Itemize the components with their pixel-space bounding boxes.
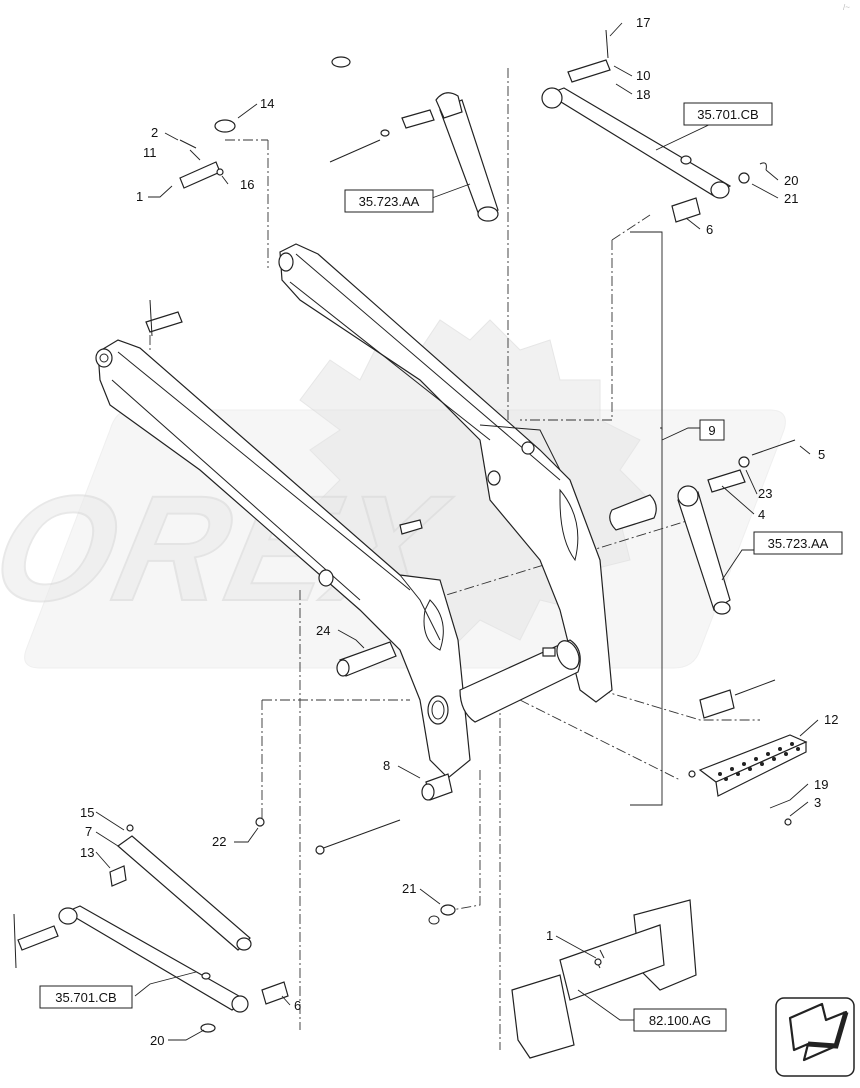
phantom-lines (149, 68, 760, 1050)
callout-24[interactable]: 24 (316, 623, 330, 638)
callout-5[interactable]: 5 (818, 447, 825, 462)
callout-15[interactable]: 15 (80, 805, 94, 820)
corner-mark: /~ (843, 3, 850, 12)
callout-1-bottom[interactable]: 1 (546, 928, 553, 943)
callout-8[interactable]: 8 (383, 758, 390, 773)
svg-text:35.701.CB: 35.701.CB (55, 990, 116, 1005)
washer-bottom (428, 904, 456, 925)
callout-19[interactable]: 19 (814, 777, 828, 792)
callout-21-top[interactable]: 21 (784, 191, 798, 206)
refbox-35-701-cb-top[interactable]: 35.701.CB (683, 102, 773, 126)
cross-tube (459, 639, 581, 723)
callout-4[interactable]: 4 (758, 507, 765, 522)
callout-6-top[interactable]: 6 (706, 222, 713, 237)
callout-2[interactable]: 2 (151, 125, 158, 140)
refbox-9[interactable]: 9 (699, 419, 725, 441)
svg-text:82.100.AG: 82.100.AG (649, 1013, 711, 1028)
callout-14[interactable]: 14 (260, 96, 274, 111)
refbox-35-723-aa-right[interactable]: 35.723.AA (753, 531, 843, 555)
left-loader-arm (95, 339, 471, 779)
svg-text:35.701.CB: 35.701.CB (697, 107, 758, 122)
svg-text:35.723.AA: 35.723.AA (768, 536, 829, 551)
callout-20-top[interactable]: 20 (784, 173, 798, 188)
callout-18[interactable]: 18 (636, 87, 650, 102)
callout-10[interactable]: 10 (636, 68, 650, 83)
lift-cylinder-right (609, 439, 796, 615)
callouts: 17 10 18 14 2 11 16 1 20 21 6 9 5 23 4 2… (80, 15, 838, 1048)
callout-11[interactable]: 11 (143, 145, 157, 160)
refbox-35-701-cb-bottom[interactable]: 35.701.CB (39, 985, 133, 1009)
refbox-82-100-ag[interactable]: 82.100.AG (633, 1008, 727, 1032)
lift-cylinder-top (329, 56, 499, 222)
callout-12[interactable]: 12 (824, 712, 838, 727)
callout-17[interactable]: 17 (636, 15, 650, 30)
navigation-arrow-icon[interactable] (775, 997, 855, 1077)
link-bottom (109, 824, 252, 951)
callout-21-bottom[interactable]: 21 (402, 881, 416, 896)
svg-text:35.723.AA: 35.723.AA (359, 194, 420, 209)
callout-6-bottom[interactable]: 6 (294, 998, 301, 1013)
step-plate (688, 734, 808, 826)
pin-group-top-left (145, 119, 236, 337)
callout-23[interactable]: 23 (758, 486, 772, 501)
leader-lines (95, 22, 819, 1041)
callout-3[interactable]: 3 (814, 795, 821, 810)
callout-16[interactable]: 16 (240, 177, 254, 192)
pins-center (255, 519, 776, 855)
callout-13[interactable]: 13 (80, 845, 94, 860)
callout-20-bottom[interactable]: 20 (150, 1033, 164, 1048)
callout-22[interactable]: 22 (212, 834, 226, 849)
refbox-35-723-aa-top[interactable]: 35.723.AA (344, 189, 434, 213)
frame-assembly (511, 899, 697, 1059)
svg-text:9: 9 (708, 423, 715, 438)
link-top (541, 29, 767, 223)
reference-boxes: 35.701.CB 35.723.AA 9 35.723.AA 35.701.C… (39, 102, 843, 1032)
callout-7[interactable]: 7 (85, 824, 92, 839)
cylinder-link-bottom (13, 905, 289, 1033)
callout-1-top[interactable]: 1 (136, 189, 143, 204)
